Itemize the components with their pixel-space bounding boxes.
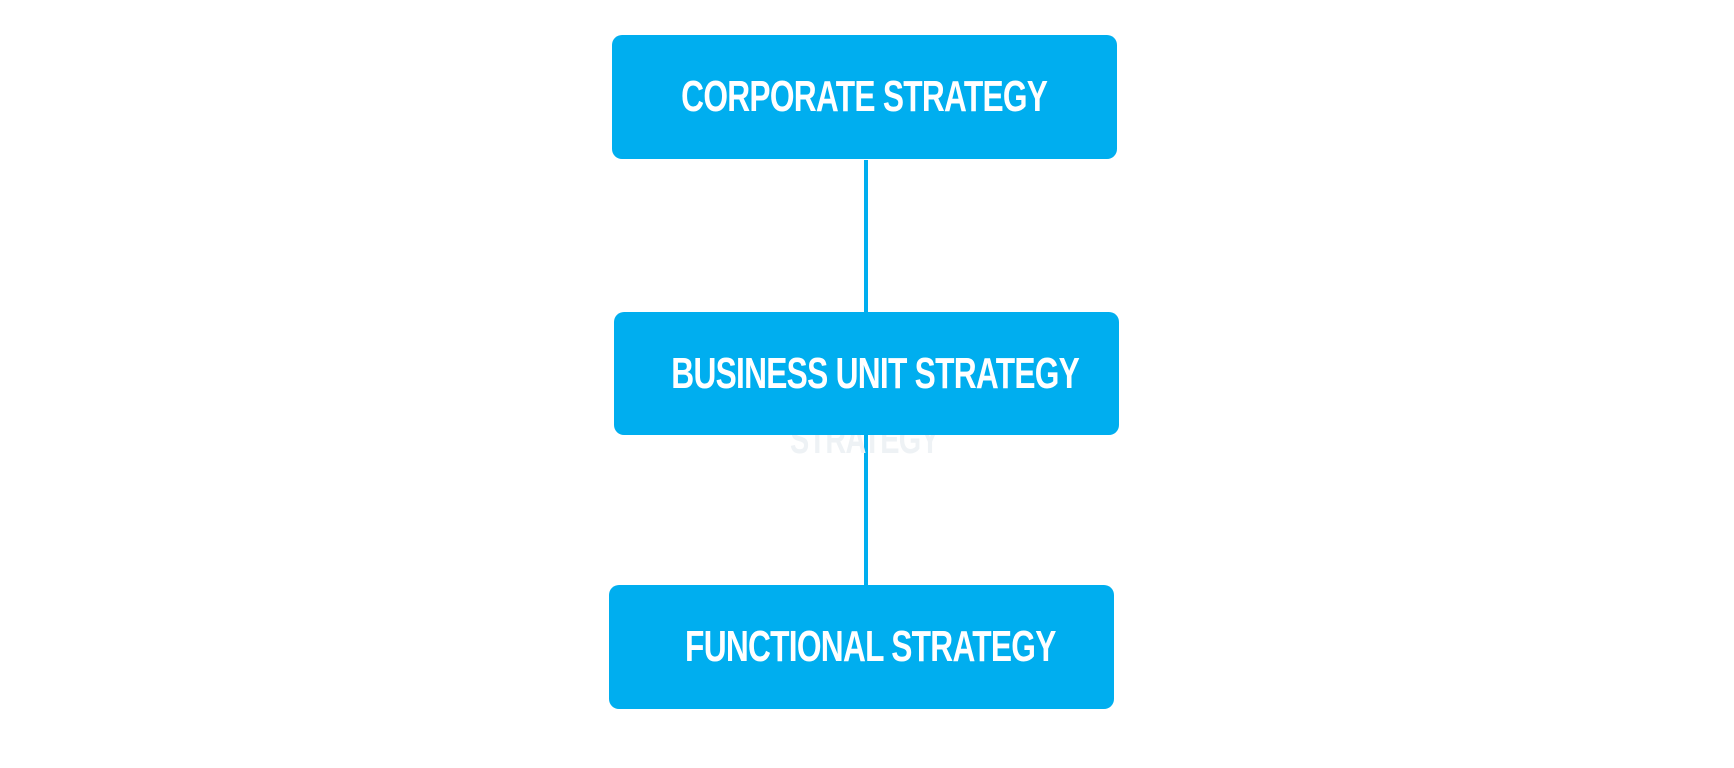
node-label: FUNCTIONAL STRATEGY bbox=[685, 622, 1056, 671]
connector-corporate-to-business bbox=[864, 160, 868, 315]
node-label: CORPORATE STRATEGY bbox=[681, 72, 1048, 121]
node-business-unit-strategy: BUSINESS UNIT STRATEGY bbox=[614, 312, 1119, 435]
node-label: BUSINESS UNIT STRATEGY bbox=[671, 348, 1080, 398]
node-functional-strategy: FUNCTIONAL STRATEGY bbox=[609, 585, 1114, 709]
connector-business-to-functional bbox=[864, 430, 868, 587]
node-corporate-strategy: CORPORATE STRATEGY bbox=[612, 35, 1117, 159]
